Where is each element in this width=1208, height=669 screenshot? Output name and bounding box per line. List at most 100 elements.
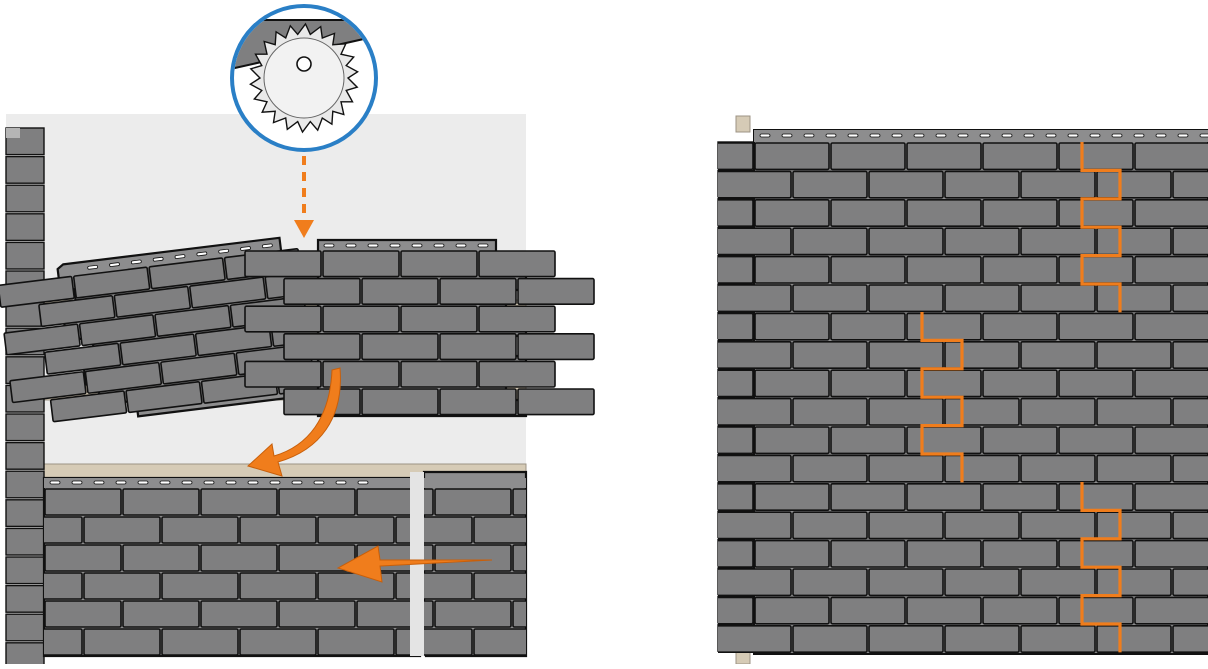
brick: [1058, 142, 1134, 171]
brick: [982, 482, 1058, 511]
brick: [982, 312, 1058, 341]
brick: [83, 516, 161, 544]
brick: [792, 454, 868, 483]
brick: [944, 624, 1020, 653]
brick: [122, 488, 200, 516]
brick: [517, 332, 595, 361]
left-illustration: [0, 114, 595, 669]
brick: [754, 142, 830, 171]
brick: [44, 488, 122, 516]
brick: [1134, 199, 1208, 227]
brick: [239, 572, 317, 600]
brick: [830, 199, 906, 228]
column-block: [5, 556, 45, 585]
brick: [868, 454, 944, 483]
brick: [982, 426, 1058, 455]
brick: [122, 600, 200, 628]
brick: [439, 332, 517, 361]
brick: [754, 596, 830, 625]
nail-slot: [323, 243, 335, 248]
brick: [72, 266, 151, 299]
installed-section: [42, 470, 528, 658]
straight-arrow-icon: [336, 545, 493, 583]
nail-slot: [261, 243, 273, 249]
brick: [44, 628, 83, 656]
brick: [868, 170, 944, 199]
brick: [1096, 568, 1172, 597]
brick: [83, 628, 161, 656]
brick: [906, 596, 982, 625]
brick: [944, 227, 1020, 256]
brick: [478, 360, 556, 388]
nail-slot: [109, 262, 120, 267]
brick: [830, 539, 906, 568]
brick: [44, 544, 122, 572]
brick: [792, 397, 868, 426]
brick: [792, 340, 868, 369]
brick: [1096, 624, 1172, 653]
brick: [830, 142, 906, 171]
brick: [434, 544, 512, 572]
nail-slot: [87, 264, 99, 270]
brick: [718, 511, 792, 540]
brick: [868, 624, 944, 653]
brick: [283, 388, 361, 416]
brick: [322, 250, 400, 278]
brick: [982, 199, 1058, 228]
brick: [906, 369, 982, 398]
brick: [944, 568, 1020, 597]
nail-slot: [115, 480, 127, 485]
nail-slot: [455, 243, 467, 248]
right-illustration: [717, 115, 1208, 665]
nail-slot: [1001, 133, 1013, 138]
brick: [200, 488, 278, 516]
brick: [1058, 596, 1134, 625]
brick: [718, 568, 792, 597]
brick: [239, 516, 317, 544]
brick: [754, 539, 830, 568]
brick: [718, 625, 792, 653]
brick: [1020, 227, 1096, 256]
brick: [478, 250, 556, 278]
brick: [1134, 142, 1208, 171]
column-block: [5, 584, 45, 613]
brick: [44, 600, 122, 628]
brick: [113, 285, 192, 318]
nail-slot: [225, 480, 237, 485]
brick: [148, 257, 226, 290]
brick: [189, 276, 267, 309]
nail-slot: [781, 133, 793, 138]
brick: [792, 511, 868, 540]
nail-slot: [759, 133, 771, 138]
blade-arbor-hole: [296, 56, 312, 72]
brick: [1058, 426, 1134, 455]
nail-slot: [196, 251, 208, 257]
brick: [944, 454, 1020, 483]
brick: [868, 397, 944, 426]
brick: [830, 482, 906, 511]
brick: [49, 390, 128, 423]
nail-slot: [1111, 133, 1123, 138]
brick: [718, 454, 792, 483]
brick: [512, 488, 526, 516]
brick: [982, 142, 1058, 171]
brick: [1172, 454, 1208, 483]
brick: [982, 255, 1058, 284]
nail-slot: [269, 480, 281, 485]
brick: [1020, 397, 1096, 426]
bottom-batten-stub: [735, 651, 751, 665]
brick: [517, 388, 595, 416]
brick: [944, 397, 1020, 426]
brick: [44, 342, 122, 375]
brick: [161, 516, 239, 544]
nail-slot: [847, 133, 859, 138]
brick: [473, 516, 526, 544]
brick: [718, 369, 754, 398]
brick: [400, 360, 478, 388]
nail-slot: [159, 480, 171, 485]
brick: [1172, 227, 1208, 256]
nail-slot: [957, 133, 969, 138]
brick: [868, 227, 944, 256]
